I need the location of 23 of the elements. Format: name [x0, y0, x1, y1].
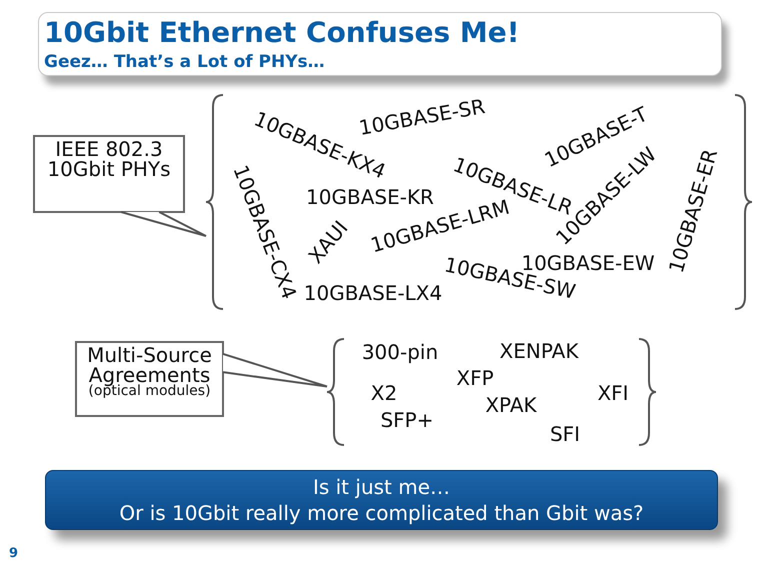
standard-name: 300-pin	[362, 341, 438, 363]
callout-text: IEEE 802.3 10Gbit PHYs	[46, 140, 172, 180]
banner-text: Or is 10Gbit really more complicated than Gbit was?	[119, 500, 644, 526]
callout-tail	[120, 211, 207, 237]
message-banner	[45, 470, 718, 530]
standard-name: XENPAK	[500, 340, 578, 362]
standard-name: 10GBASE-LX4	[304, 282, 442, 304]
banner-text: Is it just me…	[312, 474, 450, 500]
standard-name: SFI	[550, 423, 580, 445]
callout-text: Multi-Source Agreements	[86, 346, 213, 386]
page-number: 9	[9, 546, 18, 561]
callout-tail	[222, 352, 328, 388]
standard-name: XFI	[597, 382, 629, 404]
standard-name: SFP+	[380, 409, 434, 431]
standard-name: X2	[370, 382, 398, 404]
speech-callout	[75, 341, 224, 417]
slide-title: 10Gbit Ethernet Confuses Me!	[44, 16, 520, 50]
braced-group	[205, 93, 753, 311]
callout-text: (optical modules)	[87, 385, 212, 399]
standard-name: XFP	[456, 367, 494, 389]
standard-name: XPAK	[485, 394, 537, 416]
braced-group	[326, 337, 657, 447]
slide-subtitle: Geez… That’s a Lot of PHYs…	[44, 52, 325, 72]
